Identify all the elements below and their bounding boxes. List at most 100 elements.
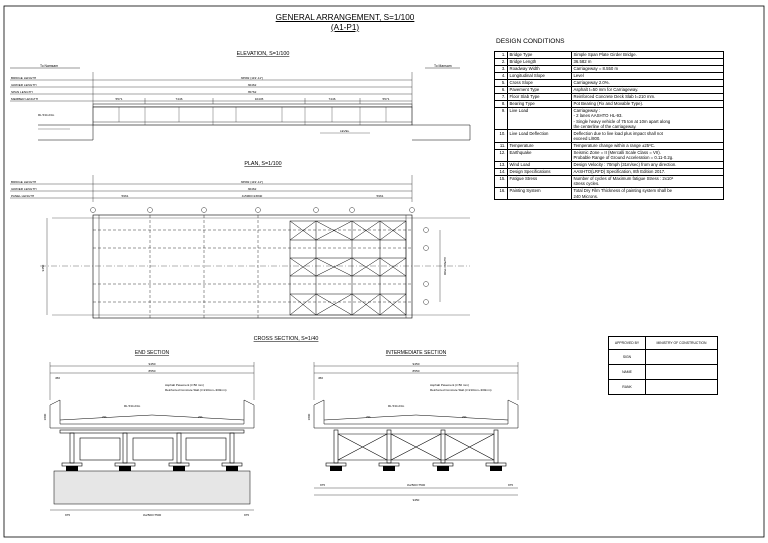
elev-row-label: GIRDER LENGTH xyxy=(11,83,36,87)
dc-number: 8. xyxy=(494,99,508,108)
dc-item: Painting System xyxy=(507,186,572,201)
dc-value: Asphalt t=50 mm for Carriageway. xyxy=(571,85,724,94)
ministry-label: MINISTRY OF CONSTRUCTION xyxy=(645,336,718,350)
inter-bottom: 3x2500=7500 xyxy=(407,483,426,487)
approval-row-label: RANK xyxy=(608,379,646,395)
elev-member: 7446 xyxy=(176,97,183,101)
plan-width-dim: 9450 xyxy=(41,264,45,271)
dc-number: 2. xyxy=(494,57,508,66)
dc-value: Design Velocity : 70mph (31m/sec) from a… xyxy=(571,160,724,169)
inter-slab: Reinforced Concrete Slab (t=210mm~300mm) xyxy=(430,388,492,392)
dc-number: 15. xyxy=(494,174,508,188)
end-slope: 2% xyxy=(198,415,203,419)
plan-view: PLAN, S=1/100 BRIDGE LENGTH GIRDER LENGT… xyxy=(10,161,470,319)
dc-value: Temperature change within a range ±25ºC. xyxy=(571,141,724,150)
end-overall: 9450 xyxy=(149,362,156,366)
inter-pavement: Asphalt Pavement (t=50 mm) xyxy=(430,383,469,387)
inter-slope: 2% xyxy=(366,415,371,419)
inter-section-heading: INTERMEDIATE SECTION xyxy=(386,350,447,356)
plan-girder-length: 36462 xyxy=(248,187,257,191)
end-side: 975 xyxy=(244,513,249,517)
approved-by-label: APPROVED BY xyxy=(608,336,646,350)
dc-item: Wind Load xyxy=(507,160,572,169)
dc-item: Pavement Type xyxy=(507,85,572,94)
approval-row-label: NAME xyxy=(608,364,646,380)
approval-cell[interactable] xyxy=(645,364,718,380)
dc-number: 10. xyxy=(494,129,508,143)
dc-item: Bridge Type xyxy=(507,51,572,59)
dc-item: Roadway Width xyxy=(507,64,572,73)
dc-value: AASHTO(LRFD) Specification, 8th Edition … xyxy=(571,167,724,176)
dc-number: 11. xyxy=(494,141,508,150)
dc-item: Temperature xyxy=(507,141,572,150)
dc-item: Live Load xyxy=(507,106,572,131)
dc-item: Longitudinal Slope xyxy=(507,71,572,80)
elev-girder-length: 36462 xyxy=(248,83,257,87)
dc-number: 4. xyxy=(494,71,508,80)
dc-number: 9. xyxy=(494,106,508,131)
elev-member: 5571 xyxy=(116,97,123,101)
approval-cell[interactable] xyxy=(645,349,718,365)
end-bottom: 3x2500=7500 xyxy=(143,513,162,517)
elev-member: 7446 xyxy=(329,97,336,101)
dc-value: Seismic Zone = II (Mercalli Scale Class … xyxy=(571,148,724,162)
dc-item: Design Specifications xyxy=(507,167,572,176)
dc-item: Fatigue Stress xyxy=(507,174,572,188)
dc-number: 12. xyxy=(494,148,508,162)
inter-carriageway: 8550 xyxy=(413,369,420,373)
dc-number: 6. xyxy=(494,85,508,94)
end-section: END SECTION 9450 8550 450 Asphalt Paveme… xyxy=(43,350,255,517)
dc-value: Carriageway = 8.550 m xyxy=(571,64,724,73)
intermediate-section: INTERMEDIATE SECTION 9450 8550 450 Aspha… xyxy=(307,350,519,502)
sheet-title: GENERAL ARRANGEMENT, S=1/100 (A1-P1) xyxy=(200,13,490,33)
design-conditions-heading: DESIGN CONDITIONS xyxy=(496,38,565,45)
approval-cell[interactable] xyxy=(645,379,718,395)
elev-member: 5571 xyxy=(383,97,390,101)
dc-item: Floor Slab Type xyxy=(507,92,572,101)
dc-value: 36.582 m xyxy=(571,57,724,66)
inter-overall: 9450 xyxy=(413,362,420,366)
end-carriageway: 8550 xyxy=(149,369,156,373)
inter-slope: 2% xyxy=(462,415,467,419)
elevation-right-end: To Mansam xyxy=(434,64,452,68)
dc-number: 16. xyxy=(494,186,508,201)
dc-number: 7. xyxy=(494,92,508,101)
plan-row-label: BRIDGE LENGTH xyxy=(11,180,36,184)
end-side: 975 xyxy=(65,513,70,517)
dc-item: Earthquake xyxy=(507,148,572,162)
dc-number: 14. xyxy=(494,167,508,176)
dc-item: Bearing Type xyxy=(507,99,572,108)
end-slab: Reinforced Concrete Slab (t=210mm~300mm) xyxy=(165,388,227,392)
end-depth: 1800 xyxy=(43,413,47,420)
dc-value: Simple Span Plate Girder Bridge. xyxy=(571,51,724,59)
dc-item: Bridge Length xyxy=(507,57,572,66)
plan-bridge-length: 36582 (119'-11") xyxy=(241,180,263,184)
approval-row-label: SIGN xyxy=(608,349,646,365)
dc-value: Reinforced Concrete Deck Slab t=210 mm. xyxy=(571,92,724,101)
plan-row-label: PANEL LENGTH xyxy=(11,194,34,198)
cross-heading: CROSS SECTION, S=1/40 xyxy=(254,336,319,342)
inter-depth: 1800 xyxy=(307,413,311,420)
elev-row-label: BRIDGE LENGTH xyxy=(11,76,36,80)
plan-panel: 4x5960=23840 xyxy=(242,194,263,198)
inter-side: 975 xyxy=(320,483,325,487)
title-sub: (A1-P1) xyxy=(330,23,360,32)
dc-value: Total Dry Film Thickness of painting sys… xyxy=(571,186,724,201)
title-main: GENERAL ARRANGEMENT, S=1/100 xyxy=(275,13,415,22)
dc-value: Deflection due to live load plus impact … xyxy=(571,129,724,143)
elev-row-label: MEMBER LENGTH xyxy=(11,97,38,101)
